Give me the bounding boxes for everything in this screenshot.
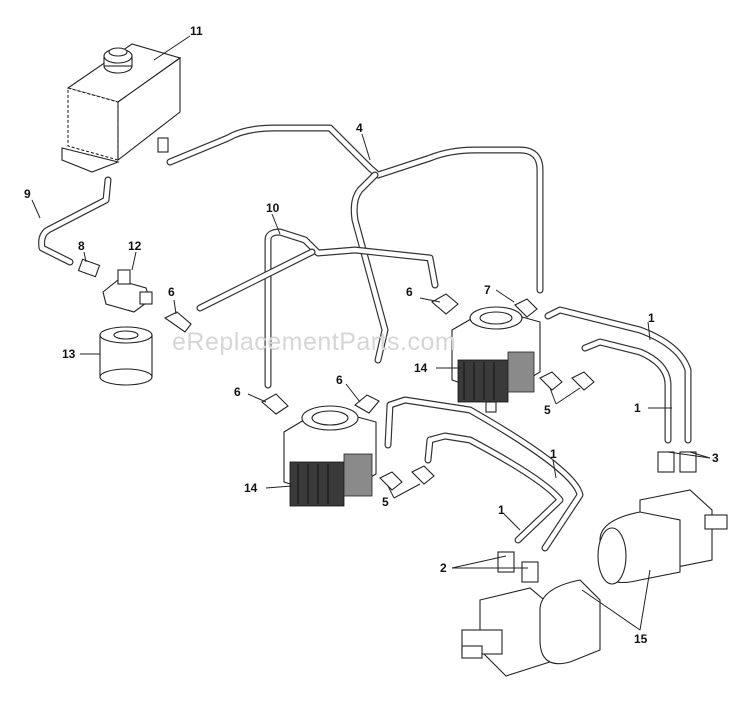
callout-15: 15 [634,632,648,646]
watermark-text: eReplacementParts.com [172,328,456,356]
callout-13: 13 [62,347,76,361]
callout-2: 2 [440,561,447,575]
fitting-8 [77,258,101,278]
callout-10: 10 [266,201,280,215]
callout-labels: 11 4 9 10 8 12 6 6 6 6 7 1 1 1 1 13 14 1… [24,24,719,646]
callout-9: 9 [24,187,31,201]
callout-6-upper: 6 [406,285,413,299]
hydraulic-reservoir [61,43,182,173]
filter-base [102,269,153,313]
callout-14-upper: 14 [414,361,428,375]
callout-1-upper-right: 1 [648,311,655,325]
callout-12: 12 [128,239,142,253]
callout-6-filter: 6 [168,285,175,299]
oil-filter [99,326,153,386]
callout-1-mid-right: 1 [634,401,641,415]
callout-14-lower: 14 [244,481,258,495]
callout-1-lower-right: 1 [550,447,557,461]
callout-3: 3 [712,451,719,465]
wheel-motor-left [461,579,601,677]
callout-5-lower: 5 [382,495,389,509]
callout-7: 7 [484,283,491,297]
callout-11: 11 [190,24,203,38]
hydraulic-pump-upper [451,306,541,413]
callout-8: 8 [78,239,85,253]
callout-6-lower-left: 6 [234,385,241,399]
callout-1-lower: 1 [498,503,505,517]
leader-lines [31,35,711,631]
callout-6-lower-right: 6 [336,373,343,387]
hydraulic-hoses [38,124,692,552]
callout-4: 4 [356,121,363,135]
hydraulic-pump-lower [283,405,377,507]
elbow-fittings [163,293,697,583]
callout-5-upper: 5 [544,403,551,417]
wheel-motor-right [597,489,728,585]
